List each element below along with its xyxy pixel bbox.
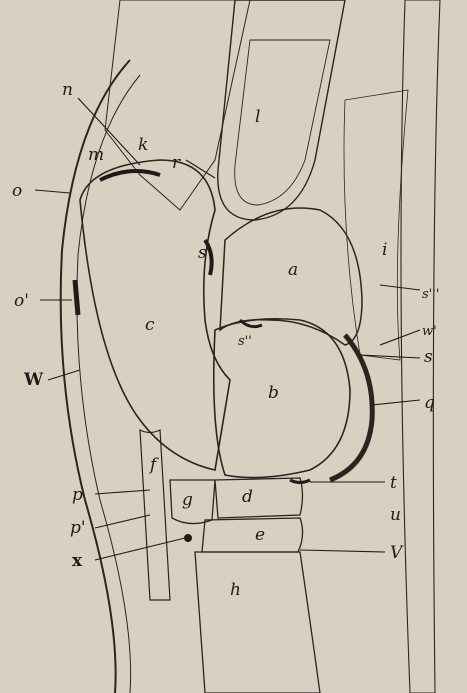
label-b: b bbox=[268, 383, 279, 403]
label-r: r bbox=[172, 153, 181, 173]
label-u: u bbox=[390, 505, 401, 525]
label-g: g bbox=[182, 490, 193, 510]
label-q: q bbox=[424, 393, 435, 413]
label-c: c bbox=[145, 315, 155, 335]
label-V: V bbox=[390, 543, 404, 563]
label-d: d bbox=[242, 487, 253, 507]
label-o1: o' bbox=[14, 291, 29, 311]
label-x: x bbox=[72, 551, 83, 571]
label-p1: p' bbox=[70, 518, 86, 538]
nodule-x bbox=[184, 534, 192, 542]
label-p: p bbox=[72, 485, 83, 505]
label-w1: w' bbox=[422, 324, 437, 339]
label-i: i bbox=[382, 240, 387, 260]
label-h: h bbox=[230, 580, 241, 600]
label-k: k bbox=[138, 135, 148, 155]
label-W: W bbox=[23, 370, 44, 390]
ligament-mark-o1 bbox=[75, 280, 78, 315]
label-o: o bbox=[12, 181, 22, 201]
label-e: e bbox=[255, 525, 265, 545]
label-l: l bbox=[255, 107, 260, 127]
label-a: a bbox=[288, 260, 298, 280]
label-s: s bbox=[424, 347, 433, 367]
label-s2: s'' bbox=[238, 334, 252, 349]
label-s3: s''' bbox=[422, 287, 439, 302]
label-s1: s' bbox=[198, 243, 211, 263]
label-m: m bbox=[88, 145, 104, 165]
label-t: t bbox=[390, 473, 397, 493]
label-n: n bbox=[62, 80, 73, 100]
